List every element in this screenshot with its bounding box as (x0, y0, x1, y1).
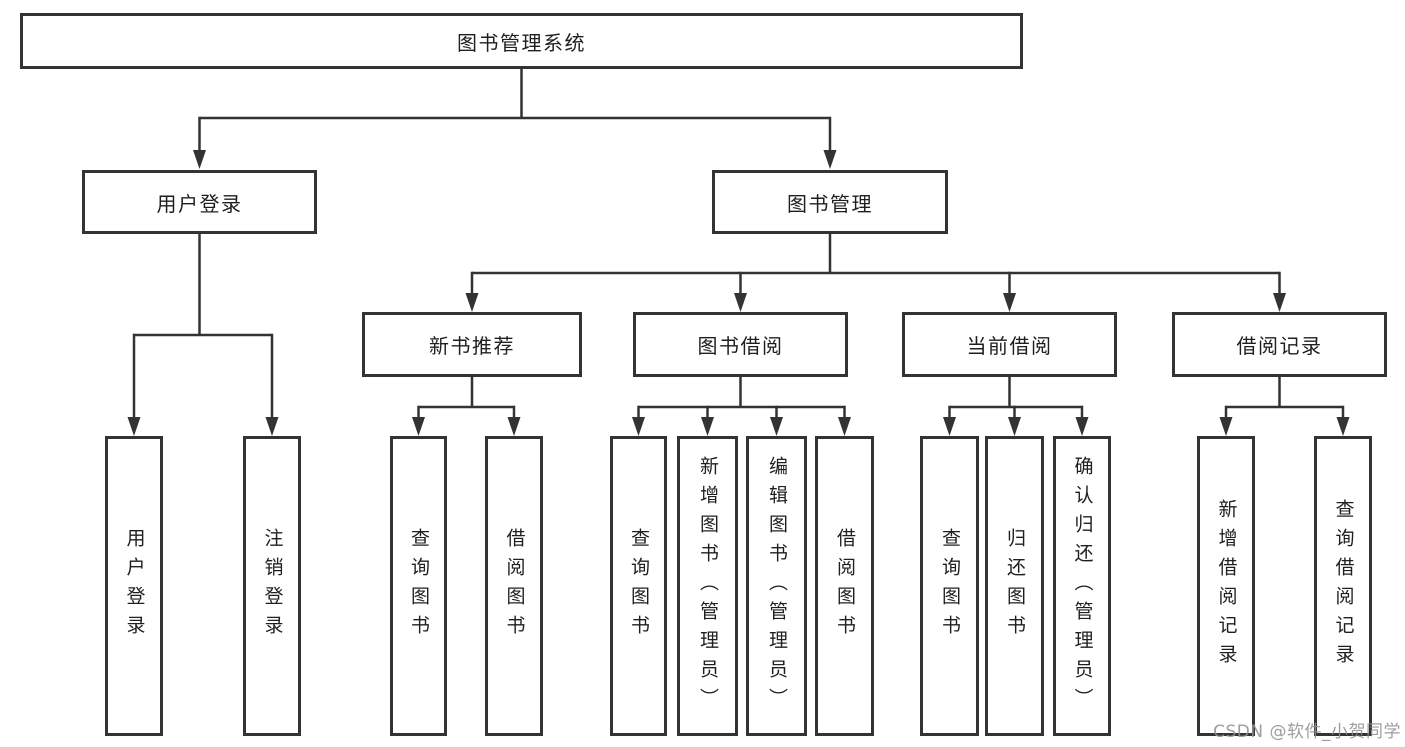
leaf-recommend-query-books-label: 查询图书 (408, 528, 430, 644)
leaf-add-borrow-record: 新增借阅记录 (1197, 436, 1255, 736)
leaf-borrow-query-books-label: 查询图书 (628, 528, 650, 644)
leaf-user-login-label: 用户登录 (123, 528, 146, 644)
arrowheads (127, 150, 1350, 436)
leaf-edit-books-admin: 编辑图书（管理员） (746, 436, 807, 736)
leaf-borrow-books-label: 借阅图书 (834, 528, 856, 644)
node-user-login: 用户登录 (82, 170, 317, 234)
leaf-recommend-query-books: 查询图书 (390, 436, 447, 736)
leaf-query-borrow-record-label: 查询借阅记录 (1332, 499, 1355, 673)
leaf-edit-books-admin-label: 编辑图书（管理员） (766, 455, 788, 717)
leaf-recommend-borrow-books: 借阅图书 (485, 436, 543, 736)
node-borrow-records: 借阅记录 (1172, 312, 1387, 377)
leaf-logout-label: 注销登录 (261, 528, 284, 644)
leaf-query-borrow-record: 查询借阅记录 (1314, 436, 1372, 736)
node-root-system: 图书管理系统 (20, 13, 1023, 69)
leaf-confirm-return-admin: 确认归还（管理员） (1053, 436, 1111, 736)
leaf-recommend-borrow-books-label: 借阅图书 (503, 528, 526, 644)
leaf-current-query-books: 查询图书 (920, 436, 979, 736)
csdn-watermark: CSDN @软件_小贺同学 (1213, 722, 1401, 742)
leaf-return-books-label: 归还图书 (1004, 528, 1026, 644)
leaf-add-borrow-record-label: 新增借阅记录 (1215, 499, 1238, 673)
node-new-book-recommend: 新书推荐 (362, 312, 582, 377)
leaf-add-books-admin-label: 新增图书（管理员） (697, 455, 719, 717)
leaf-confirm-return-admin-label: 确认归还（管理员） (1071, 455, 1094, 717)
node-current-borrow-label: 当前借阅 (966, 334, 1053, 358)
leaf-logout: 注销登录 (243, 436, 301, 736)
leaf-return-books: 归还图书 (985, 436, 1044, 736)
node-current-borrow: 当前借阅 (902, 312, 1117, 377)
leaf-borrow-query-books: 查询图书 (610, 436, 667, 736)
leaf-user-login: 用户登录 (105, 436, 163, 736)
node-book-borrow-label: 图书借阅 (697, 334, 784, 358)
leaf-current-query-books-label: 查询图书 (939, 528, 961, 644)
node-new-book-recommend-label: 新书推荐 (429, 334, 515, 358)
node-borrow-records-label: 借阅记录 (1236, 334, 1323, 358)
node-book-management: 图书管理 (712, 170, 948, 234)
leaf-borrow-books: 借阅图书 (815, 436, 874, 736)
node-book-management-label: 图书管理 (787, 191, 873, 216)
node-root-system-label: 图书管理系统 (457, 30, 586, 55)
node-book-borrow: 图书借阅 (633, 312, 848, 377)
leaf-add-books-admin: 新增图书（管理员） (677, 436, 738, 736)
node-user-login-label: 用户登录 (156, 191, 243, 216)
